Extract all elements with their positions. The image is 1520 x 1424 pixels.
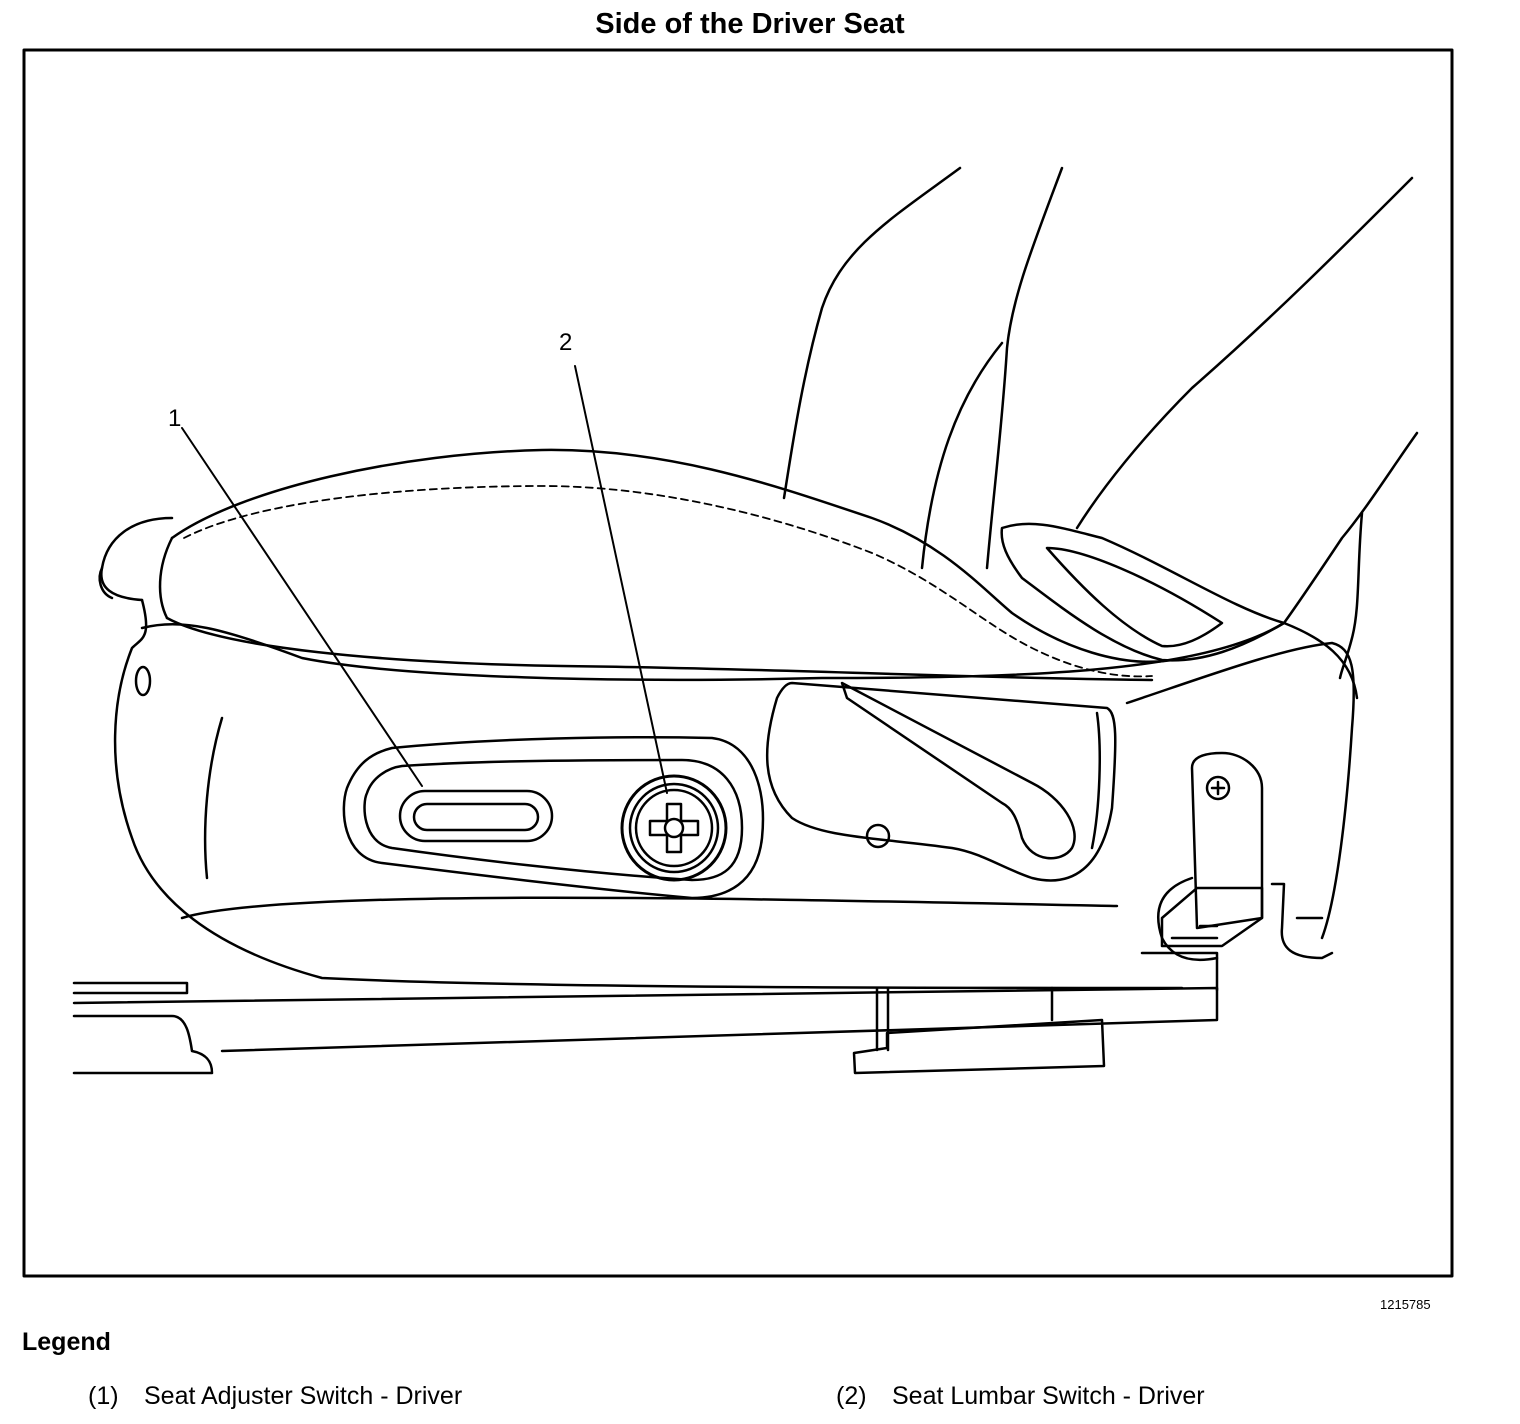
legend-item-1: (1) Seat Adjuster Switch - Driver — [88, 1382, 462, 1411]
figure-frame — [22, 48, 1454, 1278]
legend-item-label: Seat Adjuster Switch - Driver — [144, 1382, 463, 1410]
seat-rails — [72, 951, 1219, 1075]
seat-adjuster-switch — [398, 789, 554, 843]
legend-heading: Legend — [22, 1328, 111, 1356]
leader-line-2 — [574, 365, 668, 794]
side-panel — [113, 598, 1359, 990]
callout-2: 2 — [559, 329, 572, 356]
leader-line-1 — [181, 427, 423, 787]
lumbar-switch — [620, 774, 728, 882]
seat-bolster — [1000, 522, 1286, 662]
recliner-handle — [765, 681, 1117, 882]
switch-bezel — [342, 736, 765, 900]
seat-back — [782, 166, 1419, 680]
diagram-title: Side of the Driver Seat — [595, 8, 905, 40]
legend-item-number: (2) — [836, 1382, 867, 1410]
legend-item-number: (1) — [88, 1382, 119, 1410]
figure-id: 1215785 — [1380, 1297, 1431, 1312]
seat-bracket — [1157, 751, 1334, 962]
legend-item-label: Seat Lumbar Switch - Driver — [892, 1382, 1205, 1410]
seat-illustration: 1 2 — [22, 48, 1454, 1278]
legend-item-2: (2) Seat Lumbar Switch - Driver — [836, 1382, 1205, 1411]
callout-1: 1 — [168, 405, 181, 432]
